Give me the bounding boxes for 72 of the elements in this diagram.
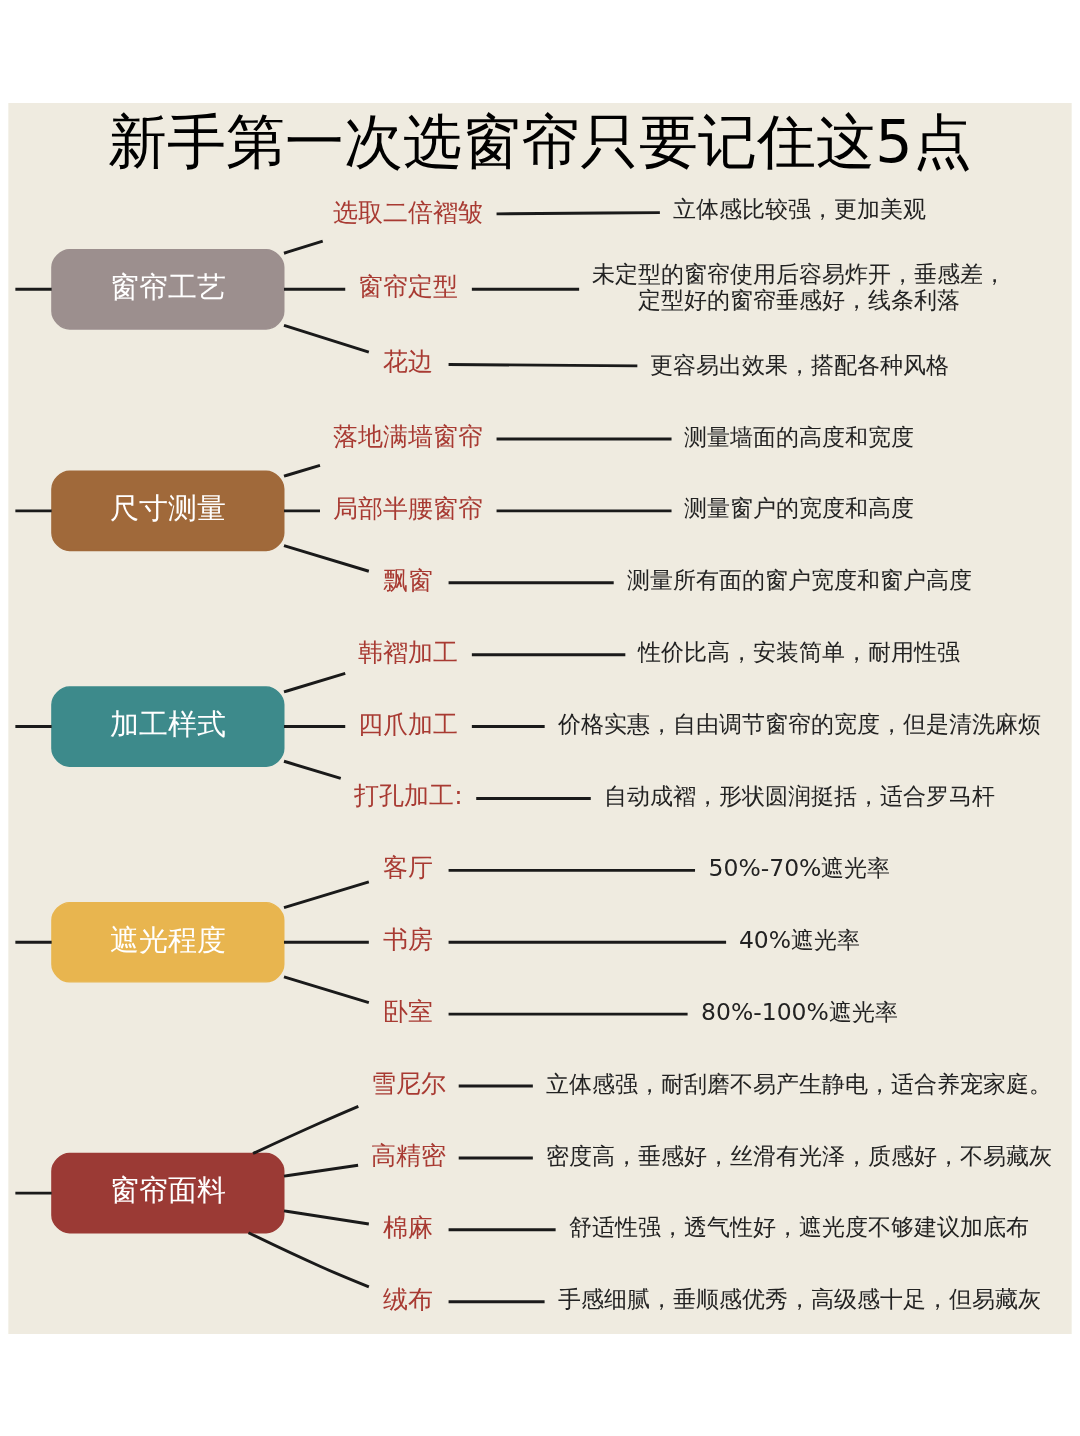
connector bbox=[283, 671, 346, 693]
node-text: 80%-100%遮光率 bbox=[701, 997, 898, 1026]
connector bbox=[496, 210, 660, 215]
connector bbox=[284, 287, 346, 291]
node-text: 测量窗户的宽度和高度 bbox=[684, 493, 915, 522]
connector bbox=[448, 580, 614, 584]
node-text: 选取二倍褶皱 bbox=[333, 197, 484, 227]
connector bbox=[471, 652, 626, 656]
node-text: 卧室 bbox=[383, 996, 434, 1026]
node-text: 落地满墙窗帘 bbox=[333, 421, 484, 451]
node-text: 性价比高，安装简单，耐用性强 bbox=[638, 637, 961, 666]
node-text: 更容易出效果，搭配各种风格 bbox=[649, 350, 949, 379]
node-text: 40%遮光率 bbox=[738, 925, 861, 954]
connector bbox=[283, 759, 342, 780]
node-text: 手感细腻，垂顺感优秀，高级感十足，但易藏灰 bbox=[557, 1284, 1041, 1313]
connector bbox=[283, 880, 370, 909]
connector bbox=[284, 724, 346, 728]
connector bbox=[471, 287, 580, 291]
node-text: 测量所有面的窗户宽度和窗户高度 bbox=[626, 565, 972, 594]
node-text: 立体感强，耐刮磨不易产生静电，适合养宠家庭。 bbox=[546, 1069, 1053, 1098]
connector bbox=[448, 1227, 556, 1231]
connector bbox=[283, 463, 321, 478]
node-text: 花边 bbox=[383, 346, 434, 376]
node-text: 立体感比较强，更加美观 bbox=[672, 194, 926, 223]
node-text: 密度高，垂感好，丝滑有光泽，质感好，不易藏灰 bbox=[546, 1141, 1053, 1170]
node-box: 遮光程度 bbox=[51, 901, 285, 983]
node-text: 雪尼尔 bbox=[370, 1068, 446, 1098]
connector bbox=[283, 543, 370, 573]
node-text: 局部半腰窗帘 bbox=[333, 493, 484, 523]
connector bbox=[247, 1230, 370, 1288]
connector bbox=[283, 239, 324, 255]
connector bbox=[448, 1299, 545, 1303]
node-box: 窗帘面料 bbox=[51, 1152, 285, 1233]
node-text: 舒适性强，透气性好，遮光度不够建议加底布 bbox=[569, 1212, 1030, 1241]
connector bbox=[496, 508, 672, 512]
connector bbox=[448, 940, 727, 944]
diagram-title: 新手第一次选窗帘只要记住这5点 bbox=[108, 107, 972, 176]
node-text: 自动成褶，形状圆润挺括，适合罗马杆 bbox=[603, 781, 995, 810]
node-text: 韩褶加工 bbox=[358, 637, 459, 667]
connector bbox=[284, 940, 369, 944]
node-text: 高精密 bbox=[370, 1140, 446, 1170]
connector bbox=[496, 437, 672, 440]
node-text: 打孔加工: bbox=[354, 780, 463, 810]
node-text: 四爪加工 bbox=[358, 709, 459, 739]
connector bbox=[283, 1208, 370, 1225]
node-text: 书房 bbox=[383, 924, 434, 954]
connector bbox=[284, 508, 320, 512]
node-box: 加工样式 bbox=[51, 685, 285, 767]
connector bbox=[15, 724, 52, 728]
connector bbox=[252, 1104, 359, 1155]
node-text: 棉麻 bbox=[383, 1212, 434, 1242]
node-text: 客厅 bbox=[383, 852, 434, 882]
node-text: 绒布 bbox=[383, 1284, 434, 1314]
node-text: 测量墙面的高度和宽度 bbox=[684, 422, 915, 451]
connector bbox=[448, 868, 696, 872]
node-text: 未定型的窗帘使用后容易炸开，垂感差，定型好的窗帘垂感好，线条利落 bbox=[592, 259, 1007, 314]
connector bbox=[458, 1155, 533, 1159]
connector bbox=[471, 724, 545, 728]
node-text: 窗帘定型 bbox=[358, 271, 459, 301]
connector bbox=[15, 287, 52, 291]
connector bbox=[283, 1163, 359, 1178]
node-box: 窗帘工艺 bbox=[51, 248, 285, 330]
connector bbox=[476, 796, 591, 800]
connector bbox=[458, 1084, 533, 1087]
connector bbox=[448, 1012, 688, 1016]
node-box: 尺寸测量 bbox=[51, 470, 285, 551]
connector bbox=[283, 975, 370, 1004]
connector bbox=[283, 323, 370, 354]
connector bbox=[448, 362, 638, 367]
node-text: 50%-70%遮光率 bbox=[708, 853, 891, 882]
node-text: 价格实惠，自由调节窗帘的宽度，但是清洗麻烦 bbox=[557, 709, 1041, 738]
node-text: 飘窗 bbox=[383, 565, 434, 595]
